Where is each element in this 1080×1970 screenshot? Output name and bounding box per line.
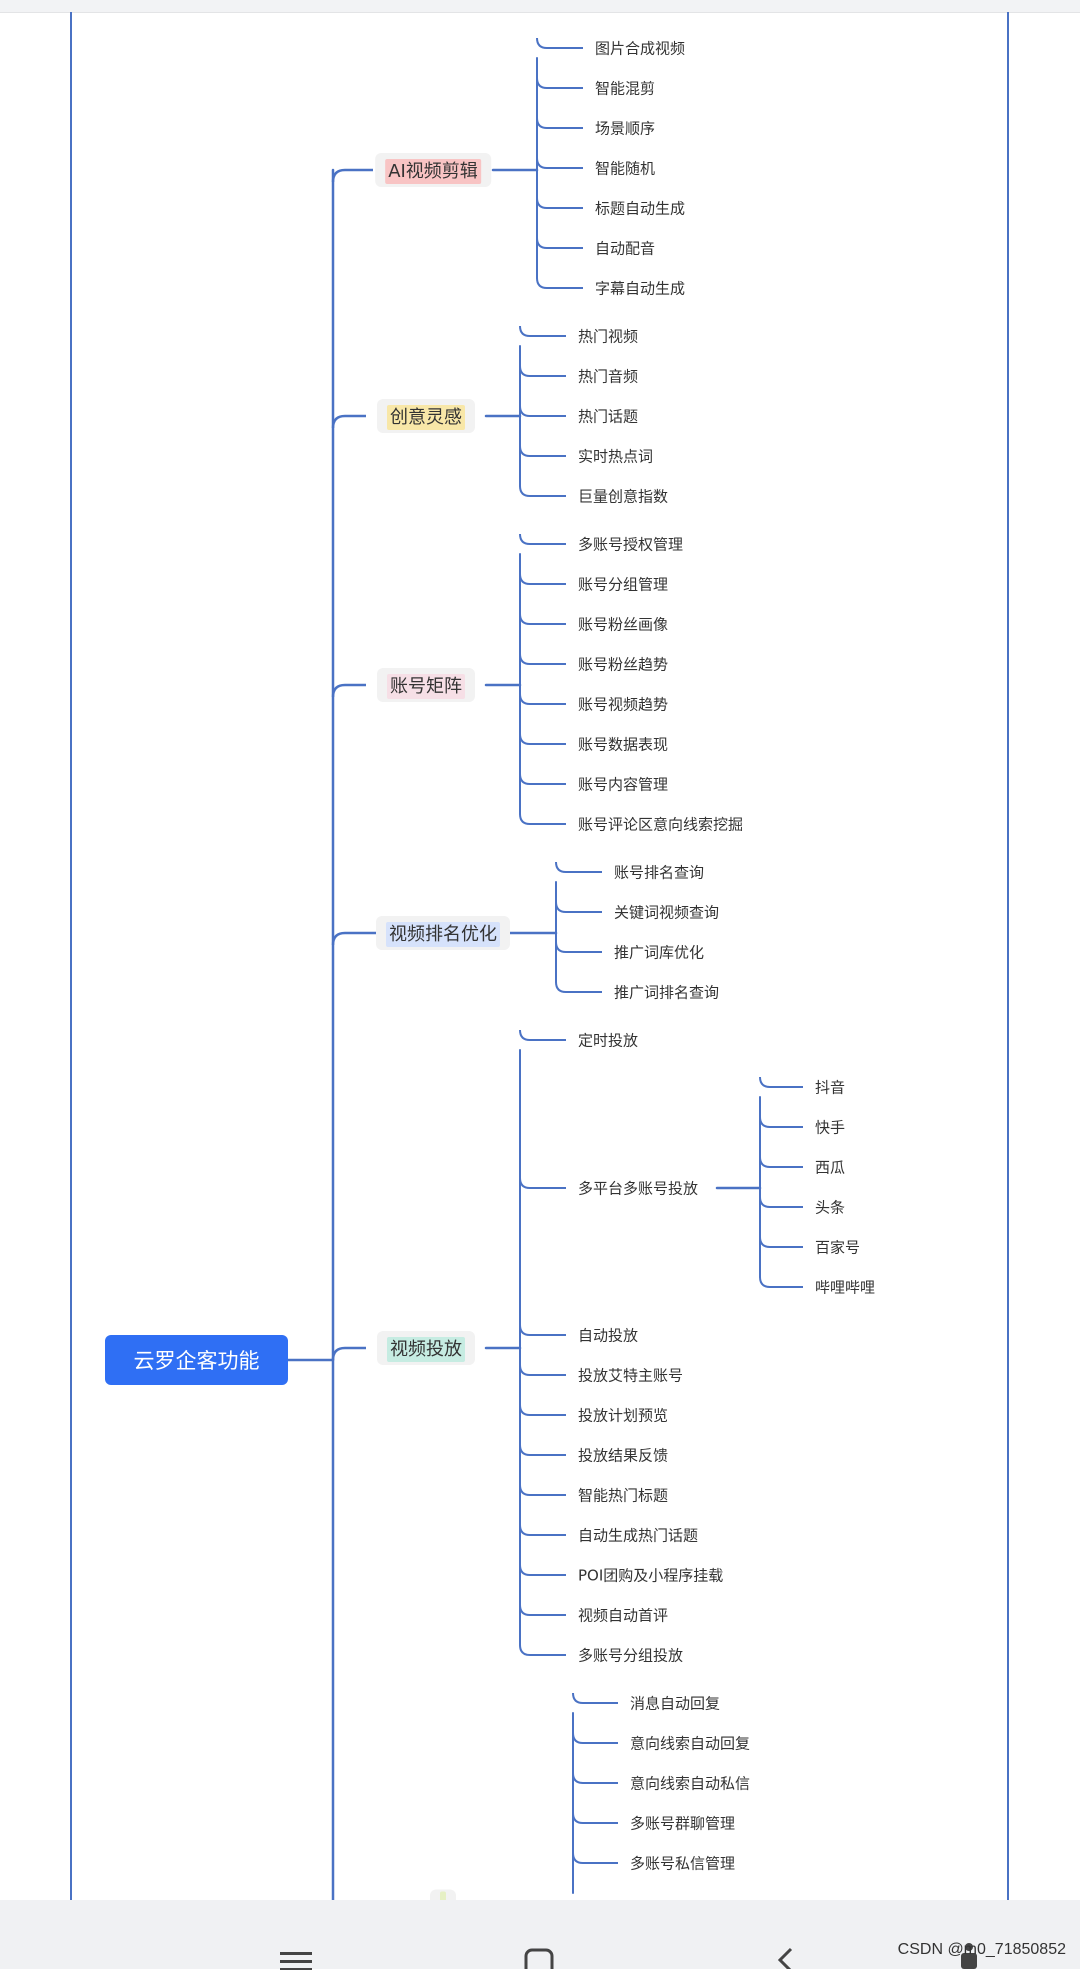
leaf-item-publish[interactable]: 投放计划预览 (578, 1406, 669, 1425)
menu-icon[interactable] (280, 1950, 312, 1970)
platform-item[interactable]: 百家号 (815, 1238, 861, 1257)
branch-label: 视频投放 (387, 1337, 465, 1362)
platform-item[interactable]: 哔哩哔哩 (815, 1278, 876, 1297)
leaf-item-creative[interactable]: 热门视频 (578, 327, 639, 346)
platform-item[interactable]: 快手 (815, 1118, 846, 1137)
leaf-item-creative[interactable]: 热门音频 (578, 367, 639, 386)
leaf-item-ai[interactable]: 标题自动生成 (595, 199, 686, 218)
leaf-item-rank[interactable]: 推广词库优化 (614, 943, 705, 962)
leaf-item-message[interactable]: 多账号群聊管理 (630, 1814, 736, 1833)
leaf-item-publish[interactable]: 投放艾特主账号 (578, 1366, 684, 1385)
leaf-item-matrix[interactable]: 多账号授权管理 (578, 535, 684, 554)
platform-item[interactable]: 头条 (815, 1198, 846, 1217)
branch-label: 创意灵感 (387, 405, 465, 430)
leaf-item-publish[interactable]: 定时投放 (578, 1031, 639, 1050)
branch-node-rank[interactable]: 视频排名优化 (376, 916, 510, 950)
leaf-item-matrix[interactable]: 账号评论区意向线索挖掘 (578, 815, 744, 834)
leaf-item-matrix[interactable]: 账号内容管理 (578, 775, 669, 794)
leaf-item-publish[interactable]: POI团购及小程序挂载 (578, 1566, 724, 1585)
leaf-item-creative[interactable]: 巨量创意指数 (578, 487, 669, 506)
leaf-item-message[interactable]: 多账号私信管理 (630, 1854, 736, 1873)
leaf-item-rank[interactable]: 关键词视频查询 (614, 903, 720, 922)
top-toolbar-strip (0, 0, 1080, 13)
leaf-item-publish[interactable]: 自动投放 (578, 1326, 639, 1345)
leaf-item-publish[interactable]: 视频自动首评 (578, 1606, 669, 1625)
platform-item[interactable]: 抖音 (815, 1078, 846, 1097)
canvas-right-border (1007, 12, 1009, 1900)
leaf-item-rank[interactable]: 推广词排名查询 (614, 983, 720, 1002)
branch-label: 账号矩阵 (387, 674, 465, 699)
leaf-item-matrix[interactable]: 账号分组管理 (578, 575, 669, 594)
leaf-item-ai[interactable]: 场景顺序 (595, 119, 656, 138)
accessibility-icon[interactable] (955, 1942, 983, 1969)
leaf-item-matrix[interactable]: 账号粉丝趋势 (578, 655, 669, 674)
leaf-item-matrix[interactable]: 账号粉丝画像 (578, 615, 669, 634)
leaf-item-publish[interactable]: 多平台多账号投放 (578, 1179, 699, 1198)
leaf-item-rank[interactable]: 账号排名查询 (614, 863, 705, 882)
leaf-item-message[interactable]: 意向线索自动私信 (630, 1774, 751, 1793)
back-chevron-icon[interactable] (776, 1947, 794, 1969)
leaf-item-ai[interactable]: 字幕自动生成 (595, 279, 686, 298)
leaf-item-publish[interactable]: 自动生成热门话题 (578, 1526, 699, 1545)
leaf-item-message[interactable]: 意向线索自动回复 (630, 1734, 751, 1753)
branch-node-matrix[interactable]: 账号矩阵 (377, 668, 475, 702)
branch-node-ai[interactable]: AI视频剪辑 (375, 153, 491, 187)
canvas-left-border (70, 12, 72, 1900)
leaf-item-message[interactable]: 消息自动回复 (630, 1694, 721, 1713)
leaf-item-publish[interactable]: 多账号分组投放 (578, 1646, 684, 1665)
leaf-item-publish[interactable]: 投放结果反馈 (578, 1446, 669, 1465)
leaf-item-creative[interactable]: 热门话题 (578, 407, 639, 426)
leaf-item-creative[interactable]: 实时热点词 (578, 447, 654, 466)
branch-label: AI视频剪辑 (385, 159, 481, 184)
leaf-item-publish[interactable]: 智能热门标题 (578, 1486, 669, 1505)
leaf-item-ai[interactable]: 智能随机 (595, 159, 656, 178)
leaf-item-ai[interactable]: 图片合成视频 (595, 39, 686, 58)
leaf-item-ai[interactable]: 自动配音 (595, 239, 656, 258)
leaf-item-matrix[interactable]: 账号数据表现 (578, 735, 669, 754)
csdn-watermark: CSDN @m0_71850852 (897, 1941, 1066, 1958)
leaf-item-matrix[interactable]: 账号视频趋势 (578, 695, 669, 714)
branch-label: 视频排名优化 (386, 922, 500, 947)
branch-node-creative[interactable]: 创意灵感 (377, 399, 475, 433)
platform-item[interactable]: 西瓜 (815, 1158, 846, 1177)
leaf-item-ai[interactable]: 智能混剪 (595, 79, 656, 98)
home-square-icon[interactable] (524, 1948, 554, 1969)
branch-node-publish[interactable]: 视频投放 (377, 1331, 475, 1365)
root-node[interactable]: 云罗企客功能 (105, 1335, 288, 1385)
